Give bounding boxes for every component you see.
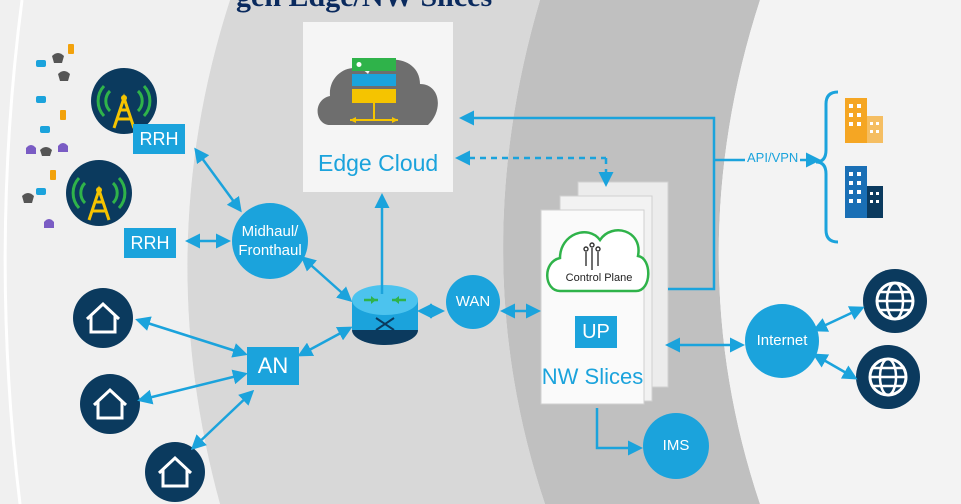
midhaul-circle (232, 203, 308, 279)
globe-icon (856, 345, 920, 409)
internet-label: Internet (756, 332, 808, 349)
internet-circle (745, 304, 819, 378)
rrh-label: RRH (124, 228, 176, 258)
link-home1-an (135, 316, 248, 358)
link-slices-ims (595, 408, 643, 456)
link-internet-globe1 (812, 306, 865, 332)
link-rrh1-midhaul (194, 147, 242, 213)
wan-circle (446, 275, 500, 329)
globe-icon (863, 269, 927, 333)
fronthaul-label: Fronthaul (238, 242, 302, 259)
router-icon (352, 285, 418, 345)
wan-label: WAN (455, 293, 491, 310)
edge-cloud-icon (317, 58, 438, 125)
ims-label: IMS (662, 437, 690, 454)
antenna-icon (91, 68, 157, 134)
nw-slices-label: NW Slices (541, 364, 644, 389)
link-home2-an (137, 369, 248, 405)
an-label: AN (247, 347, 299, 385)
edge-cloud-label: Edge Cloud (318, 150, 439, 176)
antenna-icon (66, 160, 132, 226)
control-plane-label: Control Plane (565, 272, 633, 284)
link-internet-globe2 (812, 353, 858, 380)
home-icon (73, 288, 133, 348)
control-plane-cloud (546, 229, 650, 293)
building-icon (845, 98, 883, 143)
up-label: UP (575, 316, 617, 348)
page-title: gen Edge/NW Slices (236, 0, 492, 14)
home-icon (145, 442, 205, 502)
midhaul-label: Midhaul/ (241, 223, 299, 240)
devices-cluster (22, 44, 74, 228)
building-icon (845, 166, 883, 218)
link-api-edge (459, 110, 716, 291)
ims-circle (643, 413, 709, 479)
link-midhaul-router (300, 256, 353, 302)
home-icon (80, 374, 140, 434)
link-an-router (297, 326, 353, 357)
rrh-label: RRH (133, 124, 185, 154)
link-home3-an (190, 389, 255, 451)
api-vpn-label: API/VPN (745, 150, 801, 165)
band-edge-left (3, 0, 24, 504)
band-outer (718, 0, 961, 504)
